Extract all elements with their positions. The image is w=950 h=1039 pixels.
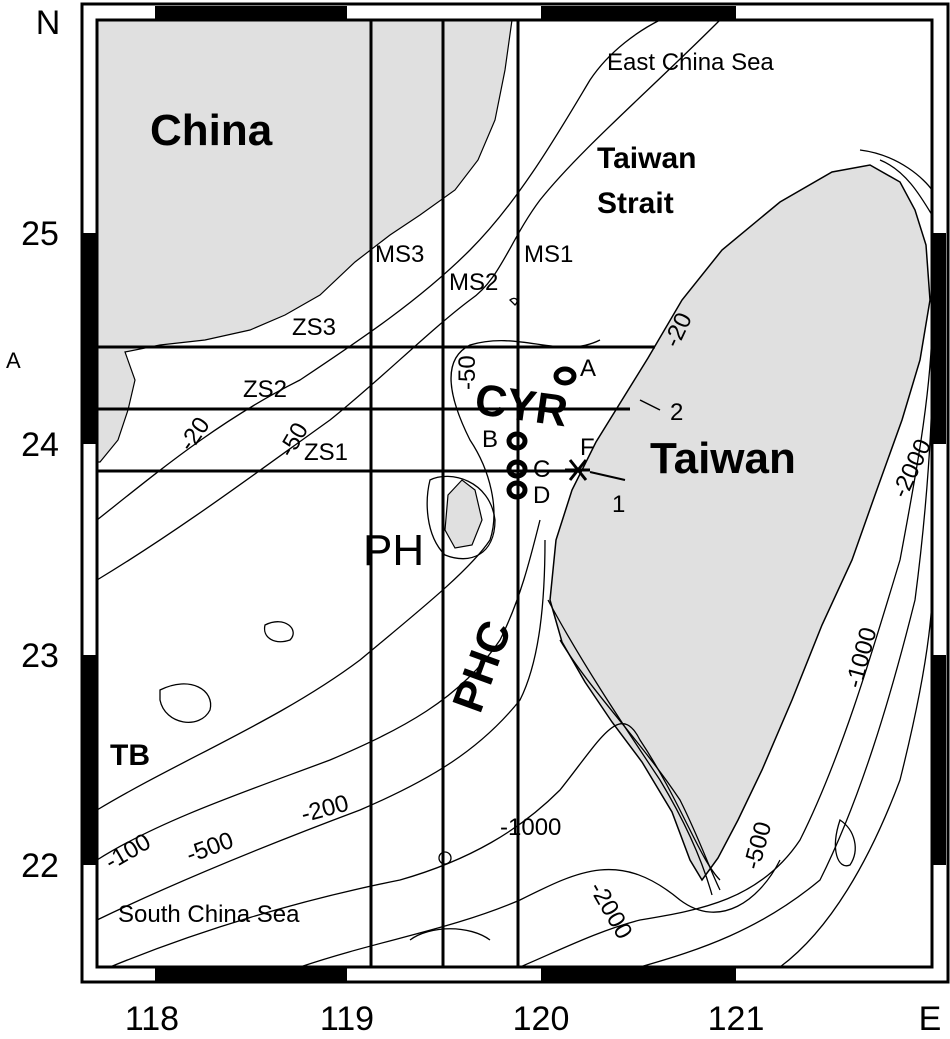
station-d-marker [506,480,528,500]
station-labels: A B C D F 1 2 [482,355,683,518]
transect-lines [97,20,655,967]
label-zs1: ZS1 [304,439,348,466]
corner-north: N [36,4,61,42]
label-river-1: 1 [612,491,625,518]
transect-labels: MS3 MS2 MS1 ZS3 ZS2 ZS1 [243,241,573,466]
station-a-marker [553,366,577,386]
label-china: China [150,106,273,155]
label-south-china-sea: South China Sea [118,901,300,928]
lon-tick: 121 [708,1000,765,1038]
lon-tick: 120 [513,1000,570,1038]
lat-tick: 23 [21,637,59,675]
depth-label: -500 [183,827,237,869]
depth-label: -1000 [500,814,561,841]
label-taiwan-strait: Strait [597,187,674,220]
lat-tick: 22 [21,847,59,885]
map-frame [80,2,950,984]
label-east-china-sea: East China Sea [607,49,774,76]
label-ph: PH [363,526,424,575]
label-tb: TB [110,739,150,772]
stations [506,366,661,500]
label-zs2: ZS2 [243,376,287,403]
corner-east: E [919,1000,942,1038]
station-c-marker [506,459,528,479]
depth-label: -1000 [841,625,883,691]
depth-label: -100 [100,828,155,875]
river-1 [589,471,626,481]
depth-label: -50 [454,355,481,390]
label-phc: PHC [443,614,521,718]
taiwan-landmass [549,164,931,882]
label-station-a: A [580,355,596,382]
depth-label: -200 [298,790,351,829]
label-taiwan: Taiwan [650,434,796,483]
lon-tick: 119 [320,1000,374,1038]
station-b-marker [506,431,528,451]
depth-label: -20 [174,412,216,456]
penghu-islands [444,479,483,549]
lon-tick: 118 [125,1000,179,1038]
label-ms1: MS1 [524,241,573,268]
lat-tick: 25 [21,215,59,253]
label-station-d: D [533,482,550,509]
label-station-b: B [482,426,498,453]
lat-tick: 24 [21,426,59,464]
label-station-f: F [580,434,595,461]
depth-label: -2000 [887,435,937,502]
bathymetry-contours [96,19,933,968]
station-f-star-icon [565,459,590,481]
label-taiwan-strait: Taiwan [597,142,696,175]
depth-label: -2000 [583,877,637,944]
label-river-2: 2 [670,399,683,426]
label-station-c: C [533,456,550,483]
label-ms3: MS3 [375,241,424,268]
china-landmass [96,19,513,463]
label-zs3: ZS3 [292,314,336,341]
depth-label: -500 [739,819,778,872]
river-2 [639,399,661,411]
label-ms2: MS2 [449,269,498,296]
left-marker: A [6,348,21,373]
axis-labels: 118 119 120 121 E N 25 24 23 22 A [6,4,941,1038]
